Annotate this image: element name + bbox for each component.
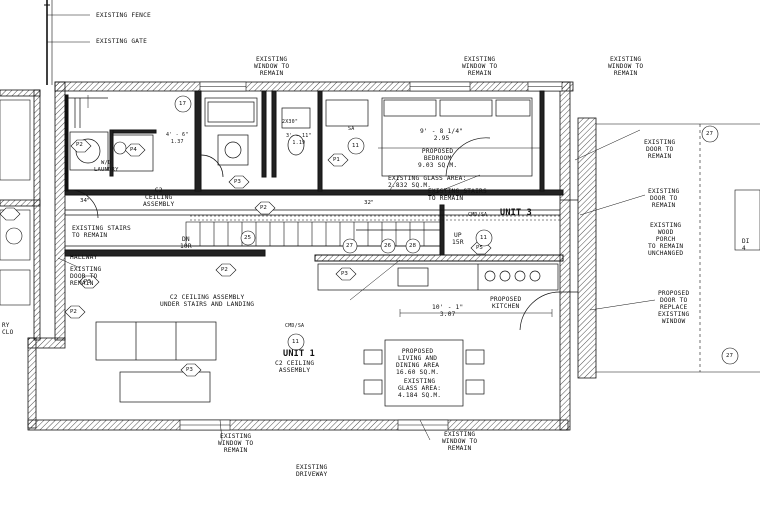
tag-17: 17 <box>179 101 186 107</box>
tag-p2-living: P2 <box>70 309 77 315</box>
tag-p3-bath: P3 <box>234 179 241 185</box>
tag-27-porch: 27 <box>706 131 713 137</box>
tag-25: 25 <box>244 235 251 241</box>
label-existing-door-right: EXISTING DOOR TO REMAIN <box>644 139 676 160</box>
label-wd-laundry: W/D LAUNDRY <box>94 160 119 173</box>
label-existing-door-right2: EXISTING DOOR TO REMAIN <box>648 188 680 209</box>
label-hallway: HALLWAY <box>70 254 98 261</box>
label-bedroom-dims: 9' - 8 1/4" 2.95 <box>420 128 464 142</box>
label-c2-under-stairs: C2 CEILING ASSEMBLY UNDER STAIRS AND LAN… <box>160 294 255 308</box>
tag-p2-laundry: P2 <box>76 142 83 148</box>
label-window-top-right: EXISTING WINDOW TO REMAIN <box>608 56 644 77</box>
tag-p1: P1 <box>333 157 340 163</box>
leader-lines <box>57 129 656 441</box>
label-partial-right: DI 4 <box>742 238 750 252</box>
label-proposed-living: PROPOSED LIVING AND DINING AREA 16.60 SQ… <box>396 348 440 376</box>
label-existing-driveway: EXISTING DRIVEWAY <box>296 464 328 478</box>
tag-p5: P5 <box>476 245 483 251</box>
tag-p2-corridor: P2 <box>260 205 267 211</box>
interior-walls <box>64 90 564 262</box>
label-sa: SA <box>348 126 355 132</box>
label-proposed-bedroom: PROPOSED BEDROOM 9.03 SQ.M. <box>418 148 458 169</box>
label-partial-left: RY CLO <box>2 322 14 336</box>
circle-tags <box>113 95 739 365</box>
label-dn-10r: DN 10R <box>180 236 192 250</box>
label-dim-3-11: 3' - 11" 1.19 <box>286 133 312 146</box>
living-furniture <box>95 321 485 407</box>
tag-11-unit3: 11 <box>480 235 487 241</box>
label-unit1: UNIT 1 <box>283 349 315 359</box>
label-existing-stairs-left: EXISTING STAIRS TO REMAIN <box>72 225 131 239</box>
tag-p4: P4 <box>130 147 137 153</box>
label-proposed-door-replace: PROPOSED DOOR TO REPLACE EXISTING WINDOW <box>658 290 690 325</box>
tag-11-unit1: 11 <box>292 339 299 345</box>
label-existing-door-left: EXISTING DOOR TO REMAIN <box>70 266 102 287</box>
label-wood-porch: EXISTING WOOD PORCH TO REMAIN UNCHANGED <box>648 222 684 257</box>
tag-26: 26 <box>384 243 391 249</box>
label-dim-4-6: 4' - 6" 1.37 <box>166 132 189 145</box>
tag-p2-stairs: P2 <box>221 267 228 273</box>
windows-top <box>199 81 563 92</box>
label-existing-gate: EXISTING GATE <box>96 38 148 45</box>
label-unit3: UNIT 3 <box>500 208 532 218</box>
porch-outline <box>596 123 760 373</box>
tag-p3-kitchen: P3 <box>341 271 348 277</box>
label-cmd-sa-upper: CMD/SA <box>468 212 488 218</box>
dimension-lines <box>87 95 553 317</box>
label-window-bottom-right: EXISTING WINDOW TO REMAIN <box>442 431 478 452</box>
label-window-top-left: EXISTING WINDOW TO REMAIN <box>254 56 290 77</box>
label-c2-ceiling-unit1: C2 CEILING ASSEMBLY <box>275 360 315 374</box>
label-existing-stairs-right: EXISTING STAIRS TO REMAIN <box>428 188 487 202</box>
tag-markers <box>0 139 492 377</box>
tag-34-door: 34" <box>80 198 90 204</box>
label-glass-area-lower: EXISTING GLASS AREA: 4.184 SQ.M. <box>398 378 442 399</box>
label-c2-ceiling-left: C2 CEILING ASSEMBLY <box>143 187 175 208</box>
label-window-top-mid: EXISTING WINDOW TO REMAIN <box>462 56 498 77</box>
label-dim-2x30: 2X30" <box>282 119 299 125</box>
tag-p3-living: P3 <box>186 367 193 373</box>
tag-28: 28 <box>409 243 416 249</box>
label-existing-fence: EXISTING FENCE <box>96 12 151 19</box>
bath-fixtures <box>200 97 311 178</box>
label-cmd-sa-lower: CMD/SA <box>285 323 305 329</box>
bedroom-bed <box>325 97 533 177</box>
label-kitchen-dim: 10' - 1" 3.07 <box>432 304 464 318</box>
label-window-bottom-left: EXISTING WINDOW TO REMAIN <box>218 433 254 454</box>
label-up-15r: UP 15R <box>452 232 464 246</box>
kitchen-counters <box>317 263 561 331</box>
tag-32-door: 32" <box>364 200 374 206</box>
label-glass-area-upper: EXISTING GLASS AREA: 2.832 SQ.M. <box>388 175 467 189</box>
existing-fence-line <box>44 0 90 85</box>
tag-27-stairs: 27 <box>346 243 353 249</box>
tag-27-lower: 27 <box>726 353 733 359</box>
tag-p3-hall: P3 <box>84 279 91 285</box>
tag-11-upper: 11 <box>352 143 359 149</box>
laundry-fixtures <box>68 97 154 219</box>
windows-bottom <box>179 419 449 431</box>
label-proposed-kitchen: PROPOSED KITCHEN <box>490 296 522 310</box>
